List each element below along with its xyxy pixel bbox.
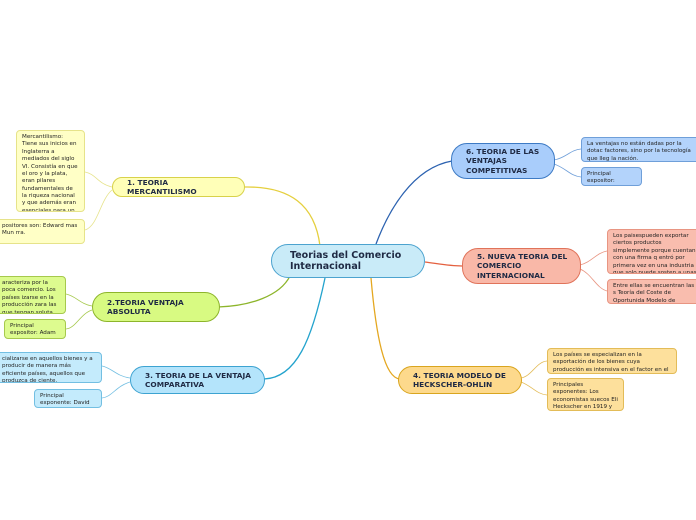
link-heckscher-note-2 [520,381,548,396]
note-competitivas-expositor[interactable]: Principal expositor: Michael Porter [581,167,642,186]
topic-nueva-teoria-label: 5. NUEVA TEORIA DEL COMERCIO INTERNACION… [477,252,568,280]
link-competitivas-note-2 [553,163,582,178]
note-text: Principal expositor: Michael Porter [587,171,615,185]
link-mercantilismo-note-1 [84,171,113,188]
note-text: cializarse en aquellos bienes y a produc… [2,356,93,383]
link-central-competitivas [375,160,453,245]
central-topic-label: Teorias del Comercio Internacional [290,249,402,272]
link-central-nueva [424,261,463,267]
topic-mercantilismo-label: 1. TEORIA MERCANTILISMO [127,177,197,196]
link-heckscher-note-1 [520,360,548,379]
note-text: Mercantilismo: Tiene sus inicios en Ingl… [22,134,78,212]
link-comparativa-note-1 [101,365,131,379]
topic-ventajas-competitivas-label: 6. TEORIA DE LAS VENTAJAS COMPETITIVAS [466,147,540,175]
link-central-heckscher [370,277,401,380]
link-competitivas-note-1 [553,148,582,161]
topic-ventajas-competitivas[interactable]: 6. TEORIA DE LAS VENTAJAS COMPETITIVAS [451,143,555,179]
note-absoluta-definicion[interactable]: aracteriza por la poca comercio. Los paí… [0,276,66,314]
note-mercantilismo-expositores[interactable]: positores son: Edward mas Mun rra. [0,219,85,244]
link-mercantilismo-note-2 [84,189,113,231]
note-heckscher-definicion[interactable]: Los países se especializan en la exporta… [547,348,677,374]
topic-ventaja-absoluta[interactable]: 2.TEORIA VENTAJA ABSOLUTA [92,292,220,322]
topic-ventaja-absoluta-label: 2.TEORIA VENTAJA ABSOLUTA [107,297,184,316]
link-central-comparativa [263,277,326,380]
note-absoluta-expositor[interactable]: Principal expositor: Adam Smith [4,319,66,339]
note-heckscher-exponentes[interactable]: Principales exponentes: Los economistas … [547,378,624,411]
note-comparativa-definicion[interactable]: cializarse en aquellos bienes y a produc… [0,352,102,383]
note-text: Principal exponente: David Ricardo. [40,393,90,407]
topic-nueva-teoria[interactable]: 5. NUEVA TEORIA DEL COMERCIO INTERNACION… [462,248,581,284]
note-text: Principal expositor: Adam Smith [10,323,56,338]
note-text: Los países se especializan en la exporta… [553,352,669,373]
link-central-mercantilismo [243,186,321,247]
topic-heckscher-ohlin-label: 4. TEORIA MODELO DE HECKSCHER-OHLIN [413,370,506,389]
topic-heckscher-ohlin[interactable]: 4. TEORIA MODELO DE HECKSCHER-OHLIN [398,366,522,394]
link-central-absoluta [217,275,291,308]
link-nueva-note-1 [579,250,608,266]
topic-mercantilismo[interactable]: 1. TEORIA MERCANTILISMO [112,177,245,197]
note-text: Los paisespueden exportar ciertos produc… [613,233,696,274]
note-mercantilismo-definicion[interactable]: Mercantilismo: Tiene sus inicios en Ingl… [16,130,85,212]
note-text: Principales exponentes: Los economistas … [553,382,618,411]
link-nueva-note-2 [579,268,608,292]
note-nueva-definicion[interactable]: Los paisespueden exportar ciertos produc… [607,229,696,274]
note-comparativa-expositor[interactable]: Principal exponente: David Ricardo. [34,389,102,408]
link-absoluta-note-1 [65,293,93,307]
note-text: aracteriza por la poca comercio. Los paí… [2,280,57,314]
note-text: La ventajas no están dadas por la dotac … [587,141,691,162]
central-topic[interactable]: Teorias del Comercio Internacional [271,244,425,278]
link-comparativa-note-2 [101,381,131,399]
topic-ventaja-comparativa-label: 3. TEORIA DE LA VENTAJA COMPARATIVA [145,370,251,389]
note-text: positores son: Edward mas Mun rra. [2,223,78,237]
note-nueva-modelos[interactable]: Entre ellas se encuentran las s Teoría d… [607,279,696,304]
note-competitivas-definicion[interactable]: La ventajas no están dadas por la dotac … [581,137,696,162]
topic-ventaja-comparativa[interactable]: 3. TEORIA DE LA VENTAJA COMPARATIVA [130,366,265,394]
note-text: Entre ellas se encuentran las s Teoría d… [613,283,695,304]
link-absoluta-note-2 [65,309,93,330]
